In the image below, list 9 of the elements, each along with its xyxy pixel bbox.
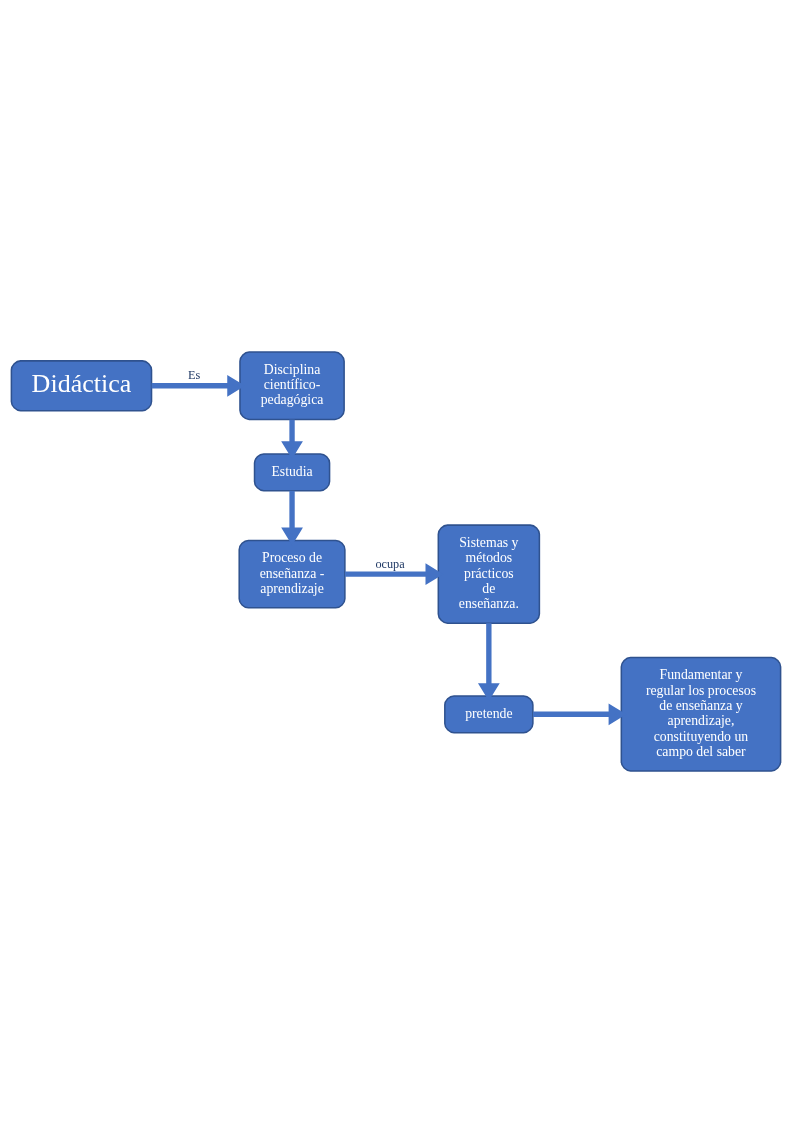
edge-label: ocupa	[375, 556, 405, 571]
node-box: Proceso de enseñanza - aprendizaje	[238, 539, 346, 609]
node-box: Didáctica	[10, 360, 153, 412]
node-box: Fundamentar y regular los procesos de enseñanza y aprendizaje, constituyendo un campo del saber	[620, 656, 782, 772]
node-box: pretende	[444, 695, 534, 734]
node-box: Sistemas y métodos prácticos de enseñanza.	[437, 524, 541, 624]
node-box: Estudia	[253, 453, 331, 492]
edge-label: Es	[188, 368, 201, 383]
node-box: Disciplina científico-pedagógica	[239, 351, 345, 421]
